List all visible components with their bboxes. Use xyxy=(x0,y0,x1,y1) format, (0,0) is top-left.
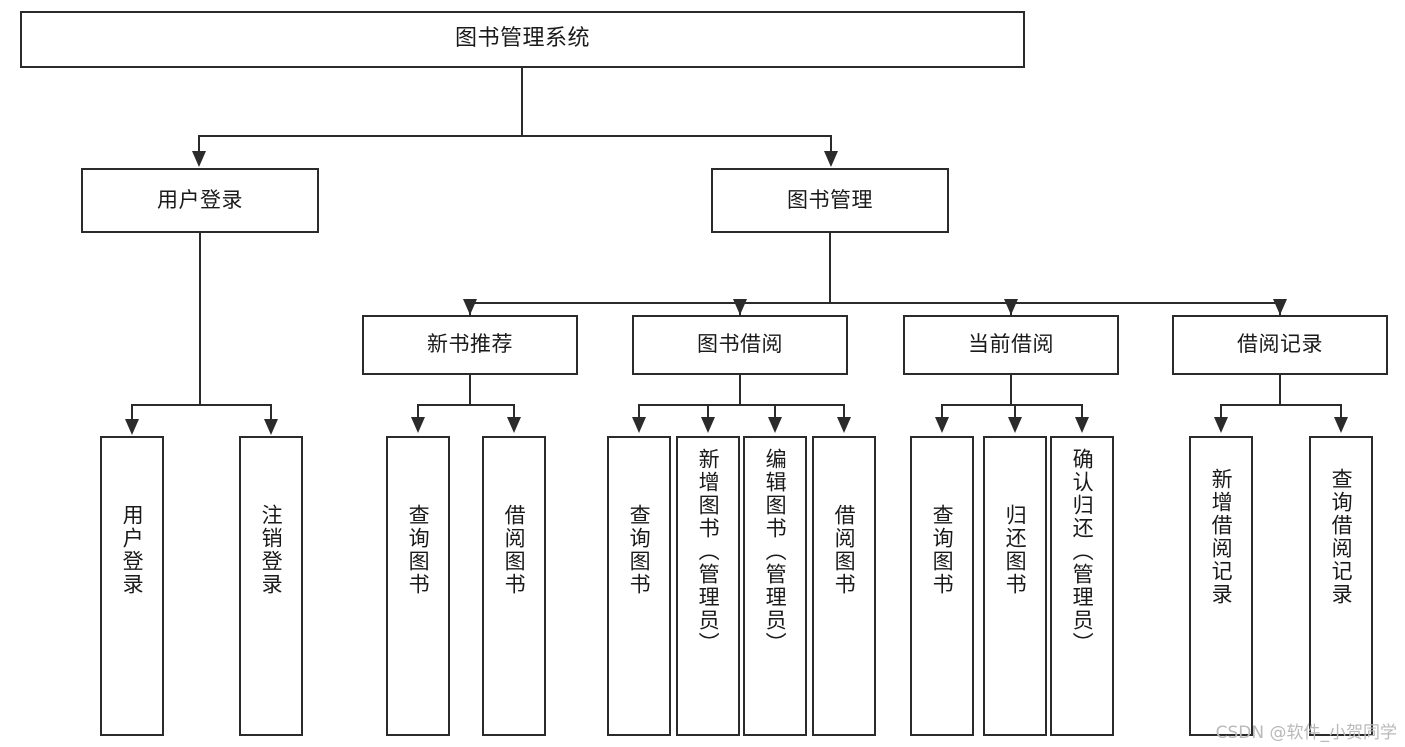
connector-user-login-stem xyxy=(199,233,201,405)
connector-book-borrow-drop-4 xyxy=(843,404,845,418)
watermark: CSDN @软件_小贺同学 xyxy=(1215,723,1397,743)
leaf-query-borrow-record[interactable]: 查询借阅记录 xyxy=(1309,436,1373,736)
node-user-login[interactable]: 用户登录 xyxy=(81,168,319,233)
connector-book-management-stem xyxy=(829,233,831,303)
connector-user-login-drop-2 xyxy=(270,404,272,420)
connector-user-login-drop-1 xyxy=(131,404,133,420)
node-current-borrow[interactable]: 当前借阅 xyxy=(903,315,1119,375)
leaf-label: 编辑图书（管理员） xyxy=(763,448,788,655)
arrow-to-user-login xyxy=(192,151,206,167)
arrow-to-query-book-2 xyxy=(632,417,646,433)
node-root-book-management-system[interactable]: 图书管理系统 xyxy=(20,11,1025,68)
node-label: 图书管理系统 xyxy=(454,26,590,52)
leaf-label: 新增图书（管理员） xyxy=(696,448,721,655)
arrow-to-confirm-return xyxy=(1075,417,1089,433)
connector-book-borrow-bus xyxy=(638,404,844,406)
connector-current-borrow-drop-1 xyxy=(941,404,943,418)
leaf-label: 查询借阅记录 xyxy=(1329,468,1354,606)
connector-current-borrow-stem xyxy=(1010,375,1012,405)
connector-borrow-records-stem xyxy=(1279,375,1281,405)
leaf-label: 新增借阅记录 xyxy=(1209,468,1234,606)
connector-level2-bus xyxy=(198,135,832,137)
node-book-borrow[interactable]: 图书借阅 xyxy=(632,315,848,375)
arrow-to-add-borrow-record xyxy=(1214,417,1228,433)
arrow-to-user-login-leaf xyxy=(125,419,139,435)
connector-root-stem xyxy=(521,68,523,136)
leaf-add-borrow-record[interactable]: 新增借阅记录 xyxy=(1189,436,1253,736)
arrow-to-new-book-recommend xyxy=(463,299,477,315)
arrow-to-query-book-3 xyxy=(935,417,949,433)
node-book-management[interactable]: 图书管理 xyxy=(711,168,949,233)
leaf-label: 用户登录 xyxy=(120,504,145,596)
leaf-label: 注销登录 xyxy=(259,504,284,596)
leaf-query-book-current[interactable]: 查询图书 xyxy=(910,436,974,736)
leaf-query-book-recommend[interactable]: 查询图书 xyxy=(386,436,450,736)
arrow-to-query-borrow-record xyxy=(1334,417,1348,433)
arrow-to-borrow-book-2 xyxy=(837,417,851,433)
connector-borrow-records-bus xyxy=(1220,404,1341,406)
node-label: 借阅记录 xyxy=(1237,332,1323,357)
node-label: 新书推荐 xyxy=(427,332,513,357)
connector-current-borrow-bus xyxy=(941,404,1081,406)
arrow-to-edit-book xyxy=(768,417,782,433)
node-label: 图书管理 xyxy=(787,187,873,212)
node-label: 图书借阅 xyxy=(697,332,783,357)
arrow-to-book-borrow xyxy=(733,299,747,315)
connector-new-book-drop-2 xyxy=(513,404,515,418)
leaf-confirm-return-admin[interactable]: 确认归还（管理员） xyxy=(1050,436,1114,736)
connector-book-borrow-drop-3 xyxy=(774,404,776,418)
connector-new-book-drop-1 xyxy=(417,404,419,418)
arrow-to-borrow-book-1 xyxy=(507,417,521,433)
connector-new-book-stem xyxy=(469,375,471,405)
leaf-logout[interactable]: 注销登录 xyxy=(239,436,303,736)
arrow-to-current-borrow xyxy=(1004,299,1018,315)
connector-book-borrow-drop-1 xyxy=(638,404,640,418)
connector-borrow-records-drop-2 xyxy=(1340,404,1342,418)
leaf-label: 借阅图书 xyxy=(832,504,857,596)
leaf-user-login[interactable]: 用户登录 xyxy=(100,436,164,736)
arrow-to-logout-leaf xyxy=(264,419,278,435)
connector-current-borrow-drop-3 xyxy=(1081,404,1083,418)
connector-borrow-records-drop-1 xyxy=(1220,404,1222,418)
leaf-return-book[interactable]: 归还图书 xyxy=(983,436,1047,736)
leaf-borrow-book-recommend[interactable]: 借阅图书 xyxy=(482,436,546,736)
arrow-to-add-book xyxy=(701,417,715,433)
leaf-label: 查询图书 xyxy=(406,504,431,596)
connector-current-borrow-drop-2 xyxy=(1014,404,1016,418)
leaf-add-book-admin[interactable]: 新增图书（管理员） xyxy=(676,436,740,736)
connector-level2-drop-left xyxy=(198,135,200,153)
node-label: 用户登录 xyxy=(157,187,243,212)
leaf-label: 确认归还（管理员） xyxy=(1070,448,1095,655)
connector-book-borrow-drop-2 xyxy=(707,404,709,418)
leaf-label: 查询图书 xyxy=(627,504,652,596)
leaf-borrow-book-borrow[interactable]: 借阅图书 xyxy=(812,436,876,736)
connector-user-login-bus xyxy=(131,404,271,406)
leaf-query-book-borrow[interactable]: 查询图书 xyxy=(607,436,671,736)
leaf-label: 借阅图书 xyxy=(502,504,527,596)
connector-level2-drop-right xyxy=(830,135,832,153)
leaf-edit-book-admin[interactable]: 编辑图书（管理员） xyxy=(743,436,807,736)
node-label: 当前借阅 xyxy=(968,332,1054,357)
arrow-to-return-book xyxy=(1008,417,1022,433)
connector-level3-bus xyxy=(469,302,1280,304)
leaf-label: 归还图书 xyxy=(1003,504,1028,596)
connector-book-borrow-stem xyxy=(739,375,741,405)
arrow-to-borrow-records xyxy=(1273,299,1287,315)
node-borrow-records[interactable]: 借阅记录 xyxy=(1172,315,1388,375)
arrow-to-book-management xyxy=(824,151,838,167)
leaf-label: 查询图书 xyxy=(930,504,955,596)
arrow-to-query-book-1 xyxy=(411,417,425,433)
node-new-book-recommend[interactable]: 新书推荐 xyxy=(362,315,578,375)
connector-new-book-bus xyxy=(417,404,515,406)
